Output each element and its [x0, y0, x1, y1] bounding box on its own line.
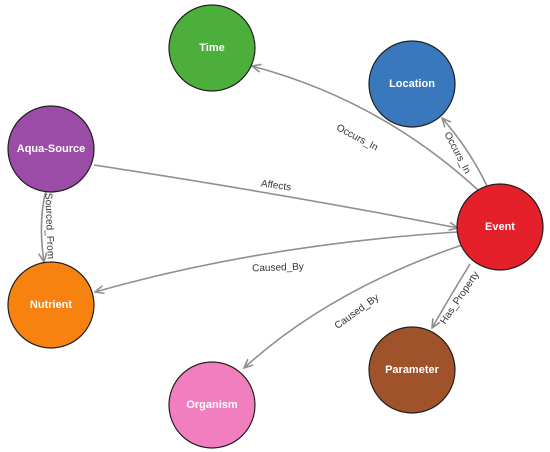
- node-time-label: Time: [199, 42, 224, 54]
- edge-label-event-time: Occurs_In: [334, 122, 379, 153]
- edge-aqua-event: [93, 164, 458, 228]
- node-organism-circle: [168, 361, 256, 449]
- edge-event-organism: [244, 244, 463, 368]
- edge-event-nutrient: [95, 231, 458, 292]
- node-parameter-circle: [368, 326, 456, 414]
- node-event-label: Event: [485, 221, 515, 233]
- edge-aqua-nutrient: [41, 189, 46, 262]
- edge-event-parameter: [432, 263, 471, 328]
- node-event-circle: [456, 183, 544, 271]
- node-nutrient[interactable]: Nutrient: [7, 261, 95, 349]
- node-nutrient-label: Nutrient: [30, 299, 73, 311]
- node-time[interactable]: Time: [168, 4, 256, 92]
- edge-label-aqua-nutrient: Sourced_From: [42, 193, 55, 259]
- node-organism-label: Organism: [186, 399, 238, 411]
- node-aqua-source-circle: [7, 105, 95, 193]
- nodes-layer: Time Location Aqua-Source Event Nutrient…: [7, 4, 544, 449]
- node-time-circle: [168, 4, 256, 92]
- edge-label-aqua-event: Affects: [260, 178, 292, 193]
- edge-labels-layer: Occurs_In Occurs_In Affects Sourced_From…: [42, 122, 481, 331]
- node-parameter[interactable]: Parameter: [368, 326, 456, 414]
- edges-layer: [41, 66, 489, 368]
- edge-label-event-nutrient: Caused_By: [252, 262, 304, 275]
- node-location[interactable]: Location: [368, 40, 456, 128]
- node-location-label: Location: [389, 78, 435, 90]
- node-event[interactable]: Event: [456, 183, 544, 271]
- edge-event-time: [252, 66, 479, 191]
- node-parameter-label: Parameter: [385, 364, 440, 376]
- edge-label-event-parameter: Has_Property: [438, 270, 481, 327]
- node-organism[interactable]: Organism: [168, 361, 256, 449]
- node-location-circle: [368, 40, 456, 128]
- node-nutrient-circle: [7, 261, 95, 349]
- edge-event-location: [442, 118, 489, 189]
- node-aqua-source[interactable]: Aqua-Source: [7, 105, 95, 193]
- node-aqua-source-label: Aqua-Source: [17, 143, 85, 155]
